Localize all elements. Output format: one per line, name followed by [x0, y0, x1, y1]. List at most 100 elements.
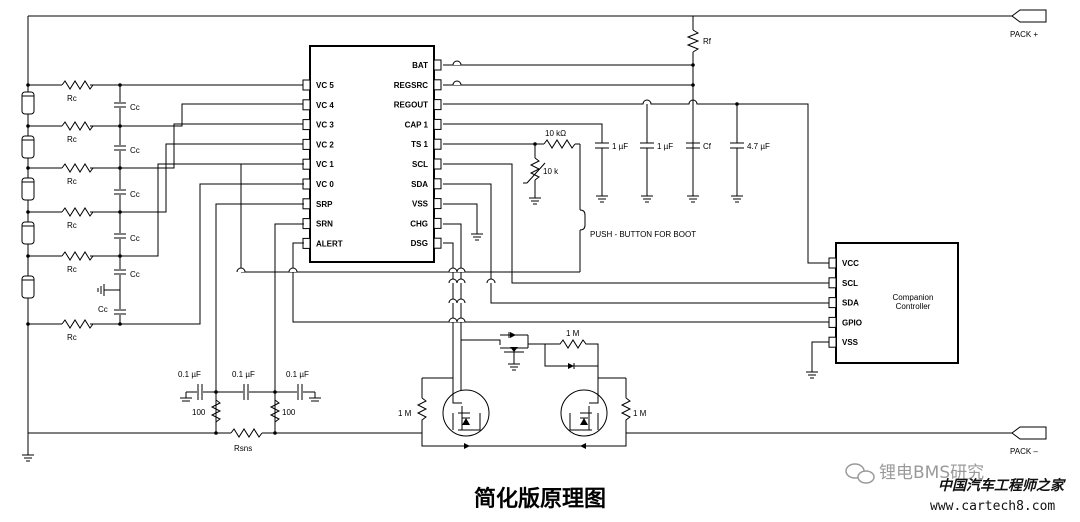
regulator-cap-label: 1 µF	[657, 142, 673, 151]
ic-pin-label: DSG	[411, 239, 428, 248]
regulator-capacitors: 1 µF 1 µF Cf 4.7 µF Rf	[595, 37, 770, 203]
wechat-icon	[845, 463, 875, 484]
battery-cell	[21, 221, 35, 245]
ic-pin-label: VSS	[412, 200, 429, 209]
bq-ic-body	[309, 45, 435, 263]
watermark: 锂电BMS研究 中国汽车工程师之家 www.cartech8.com	[845, 463, 1066, 514]
cc-label: Cc	[130, 270, 140, 279]
controller-pin-box	[828, 257, 837, 269]
battery-cell	[21, 135, 35, 159]
controller-pin-label: VSS	[842, 338, 859, 347]
controller-pin-label: VCC	[842, 259, 859, 268]
ic-pin-label: VC 5	[316, 81, 334, 90]
ic-pin-label: BAT	[412, 61, 428, 70]
watermark-brand: 锂电BMS研究	[879, 463, 984, 483]
cap-0-1uf-label-3: 0.1 µF	[286, 370, 309, 379]
controller-pin-label: SCL	[842, 279, 858, 288]
pack-plus-label: PACK +	[1010, 30, 1038, 39]
ic-pin-box	[302, 237, 311, 249]
controller-pin-label: SDA	[842, 299, 859, 308]
rsns-label: Rsns	[234, 444, 252, 453]
ic-pin-label: VC 0	[316, 180, 334, 189]
ic-pin-box	[433, 79, 442, 91]
controller-pin-box	[828, 336, 837, 348]
controller-pin-box	[828, 297, 837, 309]
ic-pin-label: SCL	[412, 160, 428, 169]
ic-pin-box	[433, 138, 442, 150]
ic-pin-box	[302, 79, 311, 91]
pack-plus-rail: PACK +	[28, 9, 1047, 39]
ic-pin-label: TS 1	[411, 140, 428, 149]
ic-pin-label: VC 1	[316, 160, 334, 169]
r-1m-label-right: 1 M	[633, 409, 647, 418]
controller-title-2: Controller	[896, 302, 931, 311]
cc-label: Cc	[98, 305, 108, 314]
ic-pin-box	[433, 99, 442, 111]
push-button-label: PUSH - BUTTON FOR BOOT	[590, 230, 696, 239]
cc-label: Cc	[130, 146, 140, 155]
cap-0-1uf-label-1: 0.1 µF	[178, 370, 201, 379]
controller-pin-box	[828, 277, 837, 289]
rf-label: Rf	[703, 37, 712, 46]
regulator-cap-label: 4.7 µF	[747, 142, 770, 151]
battery-cell	[21, 91, 35, 115]
ic-pin-box	[302, 119, 311, 131]
cc-label: Cc	[130, 234, 140, 243]
ic-pin-label: SRP	[316, 200, 333, 209]
controller-pin-label: GPIO	[842, 318, 862, 327]
ic-pin-box	[433, 198, 442, 210]
ic-pin-box	[302, 218, 311, 230]
ic-pin-box	[433, 217, 442, 229]
rc-label: Rc	[67, 177, 77, 186]
supply-wiring	[443, 16, 830, 264]
ic-pin-label: CHG	[410, 219, 428, 228]
ic-pin-label: VC 3	[316, 121, 334, 130]
ic-pin-box	[433, 178, 442, 190]
ground-left	[22, 454, 34, 462]
watermark-site: 中国汽车工程师之家	[938, 477, 1066, 494]
ic-pin-label: SRN	[316, 220, 333, 229]
controller-pin-box	[828, 316, 837, 328]
ic-pin-label: VC 4	[316, 101, 334, 110]
regulator-cap-label: 1 µF	[612, 142, 628, 151]
rc-label: Rc	[67, 265, 77, 274]
r-1m-label-top: 1 M	[566, 329, 580, 338]
regulator-cap-label: Cf	[703, 142, 712, 151]
battery-cell	[21, 275, 35, 299]
ic-pin-label: CAP 1	[405, 120, 429, 129]
pack-minus-rail: PACK –	[28, 426, 1047, 456]
cc-label: Cc	[130, 103, 140, 112]
rc-label: Rc	[67, 94, 77, 103]
ic-pin-box	[302, 138, 311, 150]
r-100-label-2: 100	[282, 408, 296, 417]
control-wiring	[199, 60, 830, 433]
ic-pin-label: VC 2	[316, 140, 334, 149]
ic-pin-box	[433, 118, 442, 130]
battery-cells	[21, 91, 35, 299]
cc-label: Cc	[130, 190, 140, 199]
companion-controller-body	[835, 242, 959, 364]
ic-pin-label: REGOUT	[394, 101, 428, 110]
thermistor-10k-label: 10 k	[543, 167, 559, 176]
pack-minus-label: PACK –	[1010, 447, 1038, 456]
r-1m-label-left: 1 M	[398, 409, 412, 418]
watermark-url: www.cartech8.com	[930, 499, 1055, 514]
ic-pin-box	[302, 178, 311, 190]
ic-pin-box	[302, 158, 311, 170]
diagram-caption: 简化版原理图	[474, 486, 606, 512]
rc-label: Rc	[67, 333, 77, 342]
rc-label: Rc	[67, 221, 77, 230]
r-100-label-1: 100	[192, 408, 206, 417]
ic-pin-box	[302, 99, 311, 111]
ic-pin-box	[433, 158, 442, 170]
ic-pin-box	[433, 237, 442, 249]
battery-cell	[21, 177, 35, 201]
rc-label: Rc	[67, 135, 77, 144]
cap-0-1uf-label-2: 0.1 µF	[232, 370, 255, 379]
ic-pin-box	[302, 198, 311, 210]
ic-pin-box	[433, 59, 442, 71]
controller-title-1: Companion	[893, 293, 934, 302]
protection-fets: 1 M 1 M 1 M	[398, 329, 647, 449]
